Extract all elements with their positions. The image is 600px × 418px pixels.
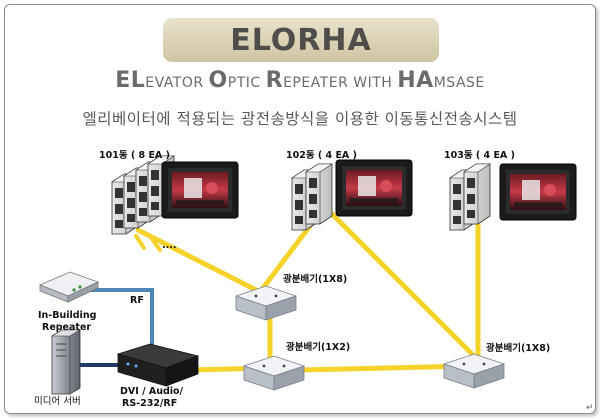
korean-description: 엘리베이터에 적용되는 광전송방식을 이용한 이동통신전송시스템 (82, 110, 518, 128)
splitter-top-icon (235, 285, 297, 321)
converter-box-icon (116, 343, 200, 387)
elevator-shaft-icon (463, 163, 491, 225)
fiber-101-to-splitter (135, 227, 263, 295)
building-102 (291, 159, 413, 231)
paragraph-mark: ↵ (586, 403, 594, 413)
building-102-label: 102동 ( 4 EA ) (286, 150, 357, 161)
building-101 (111, 155, 239, 235)
building-101-label: 101동 ( 8 EA ) (99, 150, 170, 161)
subtitle: ELEVATOR OPTIC REPEATER WITH HAMSASE (0, 68, 600, 93)
fiber-stubs (134, 234, 162, 252)
diagram-title: ELORHA (230, 22, 372, 58)
elevator-shaft-icon (305, 163, 333, 225)
splitter-middle-label: 광분배기(1X2) (286, 341, 350, 353)
subtitle-part: EPEATER WITH (283, 75, 398, 91)
subtitle-part: MSASE (433, 75, 485, 91)
lcd-display-icon (161, 161, 239, 219)
lcd-display-icon (335, 159, 413, 217)
subtitle-part: O (208, 68, 228, 93)
repeater-label-line2: Repeater (42, 322, 91, 333)
subtitle-part: PTIC (227, 75, 266, 91)
media-server-icon (50, 329, 82, 395)
splitter-right-label: 광분배기(1X8) (486, 342, 550, 354)
title-banner: ELORHA (163, 18, 439, 62)
fiber-cables (135, 207, 481, 373)
repeater-icon (38, 271, 100, 303)
more-ellipsis: .... (162, 240, 176, 251)
splitter-top-label: 광분배기(1X8) (283, 273, 347, 285)
subtitle-part: EVATOR (145, 75, 209, 91)
subtitle-part: R (265, 68, 284, 93)
fiber-splitter-to-right (297, 363, 473, 373)
repeater-label-line1: In-Building (38, 310, 96, 321)
subtitle-part: HA (397, 68, 434, 93)
converter-label-line2: RS-232/RF (122, 398, 177, 409)
fiber-102-to-right-splitter (325, 207, 481, 363)
rf-cable (80, 288, 154, 352)
media-server-label: 미디어 서버 (34, 396, 81, 407)
building-103-label: 103동 ( 4 EA ) (444, 150, 515, 161)
building-103 (449, 163, 577, 231)
subtitle-part: EL (115, 68, 146, 93)
lcd-display-icon (499, 163, 577, 221)
splitter-right-icon (443, 353, 505, 389)
splitter-middle-icon (243, 355, 305, 391)
converter-label-line1: DVI / Audio/ (120, 386, 184, 397)
rf-label: RF (130, 295, 144, 306)
